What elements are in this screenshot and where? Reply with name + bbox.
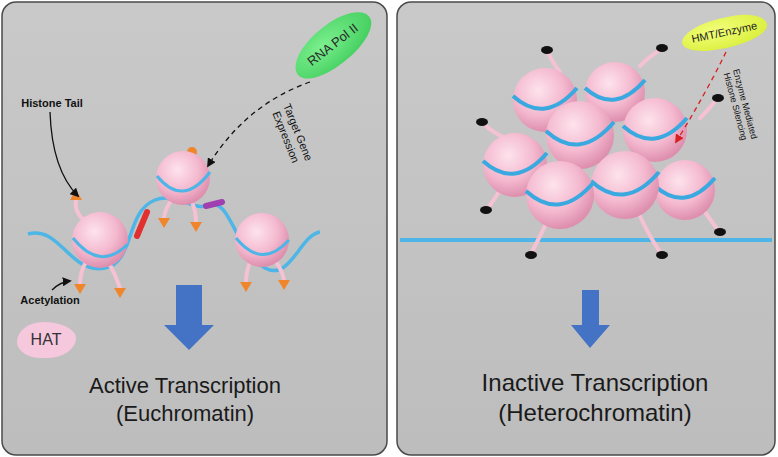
panel-caption: Active Transcription (Euchromatin)	[55, 372, 315, 427]
node-text: HAT	[31, 330, 62, 349]
panel-ground	[397, 2, 775, 455]
dna-strand	[28, 198, 320, 271]
part-label: Histone Tail	[7, 97, 97, 110]
nucleosome	[235, 213, 289, 267]
down-arrow	[164, 285, 214, 350]
gene-segment	[137, 212, 147, 236]
enzyme-blob: HAT	[17, 322, 76, 358]
panel-caption: Inactive Transcription (Heterochromatin)	[445, 368, 745, 428]
methyl-caps	[476, 44, 726, 259]
nucleosome	[156, 151, 210, 205]
panel: Active Transcription (Euchromatin) HAT RNA…	[2, 2, 387, 455]
leader-arrow	[52, 281, 70, 290]
panel: Inactive Transcription (Heterochromatin)…	[397, 2, 775, 455]
node-text: HMT/Enzyme	[690, 20, 758, 47]
leader-arrow	[50, 112, 78, 196]
histone-tails	[484, 50, 718, 252]
node-text: RNA Pol II	[305, 20, 362, 69]
down-arrow	[571, 290, 610, 348]
acetyl-marks	[70, 147, 290, 298]
enzyme-blob: HMT/Enzyme	[678, 9, 769, 56]
nucleosome-cluster	[483, 62, 715, 229]
part-label: Acetylation	[5, 294, 95, 307]
polymerase-blob: RNA Pol II	[284, 1, 381, 89]
dna-strand	[400, 238, 772, 242]
dna-wrap	[73, 172, 289, 257]
nucleosome	[72, 212, 128, 268]
gene-segment	[206, 202, 222, 206]
dashed-arrow	[676, 52, 726, 142]
